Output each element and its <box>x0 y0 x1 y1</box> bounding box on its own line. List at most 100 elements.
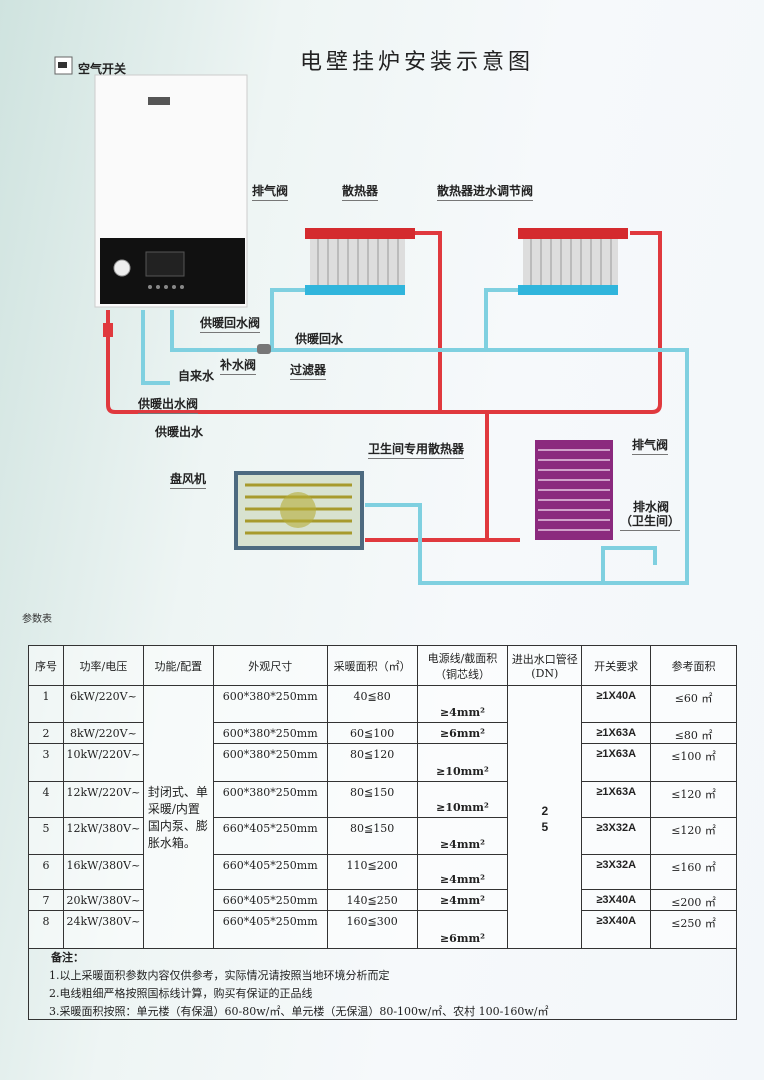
drain-valve-note: （卫生间） <box>620 512 681 531</box>
switch-cell: ≥1X40A <box>581 685 652 723</box>
ref-area-cell: ≤160 ㎡ <box>650 854 737 890</box>
size-cell: 600*380*250mm <box>212 781 328 818</box>
header-cell: 功能/配置 <box>142 645 214 686</box>
ref-area-cell: ≤120 ㎡ <box>650 781 737 818</box>
header-cell: 参考面积 <box>650 645 737 686</box>
switch-cell: ≥1X63A <box>581 781 652 818</box>
power-cell: 6kW/220V~ <box>62 685 144 723</box>
pipe-diameter-digit: 2 <box>541 804 549 818</box>
ref-area-cell: ≤60 ㎡ <box>650 685 737 723</box>
area-cell: 110≦200 <box>326 854 418 890</box>
tap-water-label: 自来水 <box>178 369 215 383</box>
vent-valve-label: 排气阀 <box>252 182 289 201</box>
wire-cell: ≥10mm² <box>416 743 509 782</box>
bathroom-radiator <box>535 440 613 540</box>
notes-heading: 备注： <box>51 951 84 964</box>
filter-icon <box>257 344 271 354</box>
radiator-1 <box>305 228 415 295</box>
row-number-cell: 1 <box>28 685 64 723</box>
power-cell: 12kW/220V~ <box>62 781 144 818</box>
header-cell: 序号 <box>28 645 64 686</box>
return-valve-label: 供暖回水阀 <box>200 314 261 333</box>
wire-cell: ≥10mm² <box>416 781 509 818</box>
row-number-cell: 3 <box>28 743 64 782</box>
power-cell: 12kW/380V~ <box>62 817 144 855</box>
ref-area-cell: ≤200 ㎡ <box>650 889 737 911</box>
switch-cell: ≥3X32A <box>581 854 652 890</box>
params-table-label: 参数表 <box>22 614 52 625</box>
fan-coil <box>234 471 364 550</box>
row-number-cell: 4 <box>28 781 64 818</box>
drain-valve-label: 排水阀 <box>633 500 670 514</box>
area-cell: 60≦100 <box>326 722 418 744</box>
switch-cell: ≥3X32A <box>581 817 652 855</box>
makeup-valve-label: 补水阀 <box>220 356 257 375</box>
air-switch-icon <box>54 56 73 75</box>
row-number-cell: 8 <box>28 910 64 949</box>
area-cell: 80≦150 <box>326 817 418 855</box>
area-cell: 80≦150 <box>326 781 418 818</box>
radiator-2 <box>518 228 628 295</box>
switch-cell: ≥3X40A <box>581 889 652 911</box>
wire-cell: ≥6mm² <box>416 722 509 744</box>
size-cell: 660*405*250mm <box>212 910 328 949</box>
area-cell: 40≦80 <box>326 685 418 723</box>
switch-cell: ≥1X63A <box>581 722 652 744</box>
area-cell: 160≦300 <box>326 910 418 949</box>
wire-cell: ≥4mm² <box>416 817 509 855</box>
switch-cell: ≥1X63A <box>581 743 652 782</box>
supply-valve-label: 供暖出水阀 <box>138 395 199 414</box>
header-cell: 采暖面积（㎡） <box>326 645 418 686</box>
wire-cell: ≥6mm² <box>416 910 509 949</box>
wire-cell: ≥4mm² <box>416 854 509 890</box>
wire-cell: ≥4mm² <box>416 889 509 911</box>
air-switch-label: 空气开关 <box>78 62 127 76</box>
note-item: 1.以上采暖面积参数内容仅供参考，实际情况请按照当地环境分析而定 <box>49 969 390 982</box>
return-water-label: 供暖回水 <box>295 332 344 346</box>
note-item: 3.采暖面积按照：单元楼（有保温）60-80w/㎡、单元楼（无保温）80-100… <box>49 1005 549 1018</box>
row-number-cell: 5 <box>28 817 64 855</box>
row-number-cell: 6 <box>28 854 64 890</box>
pipe-diameter-digit: 5 <box>541 820 549 834</box>
table-header-row: 序号 功率/电压 功能/配置 外观尺寸 采暖面积（㎡） 电源线/截面积（铜芯线）… <box>28 645 737 686</box>
header-cell: 外观尺寸 <box>212 645 328 686</box>
filter-label: 过滤器 <box>290 361 327 380</box>
size-cell: 600*380*250mm <box>212 722 328 744</box>
power-cell: 8kW/220V~ <box>62 722 144 744</box>
header-cell: 功率/电压 <box>62 645 144 686</box>
size-cell: 600*380*250mm <box>212 743 328 782</box>
size-cell: 660*405*250mm <box>212 854 328 890</box>
radiator-label: 散热器 <box>342 182 379 201</box>
note-item: 2.电线粗细严格按照国标线计算，购买有保证的正品线 <box>49 987 313 1000</box>
boiler <box>94 74 248 308</box>
params-table: 序号 功率/电压 功能/配置 外观尺寸 采暖面积（㎡） 电源线/截面积（铜芯线）… <box>28 645 737 949</box>
return-pipes <box>141 288 689 585</box>
bathroom-radiator-label: 卫生间专用散热器 <box>368 440 465 459</box>
power-cell: 24kW/380V~ <box>62 910 144 949</box>
vent-valve-2-label: 排气阀 <box>632 436 669 455</box>
supply-pipes <box>106 231 662 542</box>
size-cell: 660*405*250mm <box>212 817 328 855</box>
ref-area-cell: ≤100 ㎡ <box>650 743 737 782</box>
header-cell: 电源线/截面积（铜芯线） <box>416 645 509 686</box>
area-cell: 80≦120 <box>326 743 418 782</box>
size-cell: 600*380*250mm <box>212 685 328 723</box>
supply-water-label: 供暖出水 <box>155 425 204 439</box>
area-cell: 140≦250 <box>326 889 418 911</box>
ref-area-cell: ≤250 ㎡ <box>650 910 737 949</box>
header-cell: 开关要求 <box>581 645 652 686</box>
row-number-cell: 2 <box>28 722 64 744</box>
header-cell: 进出水口管径(DN) <box>507 645 583 686</box>
power-cell: 16kW/380V~ <box>62 854 144 890</box>
power-cell: 20kW/380V~ <box>62 889 144 911</box>
ref-area-cell: ≤80 ㎡ <box>650 722 737 744</box>
size-cell: 660*405*250mm <box>212 889 328 911</box>
